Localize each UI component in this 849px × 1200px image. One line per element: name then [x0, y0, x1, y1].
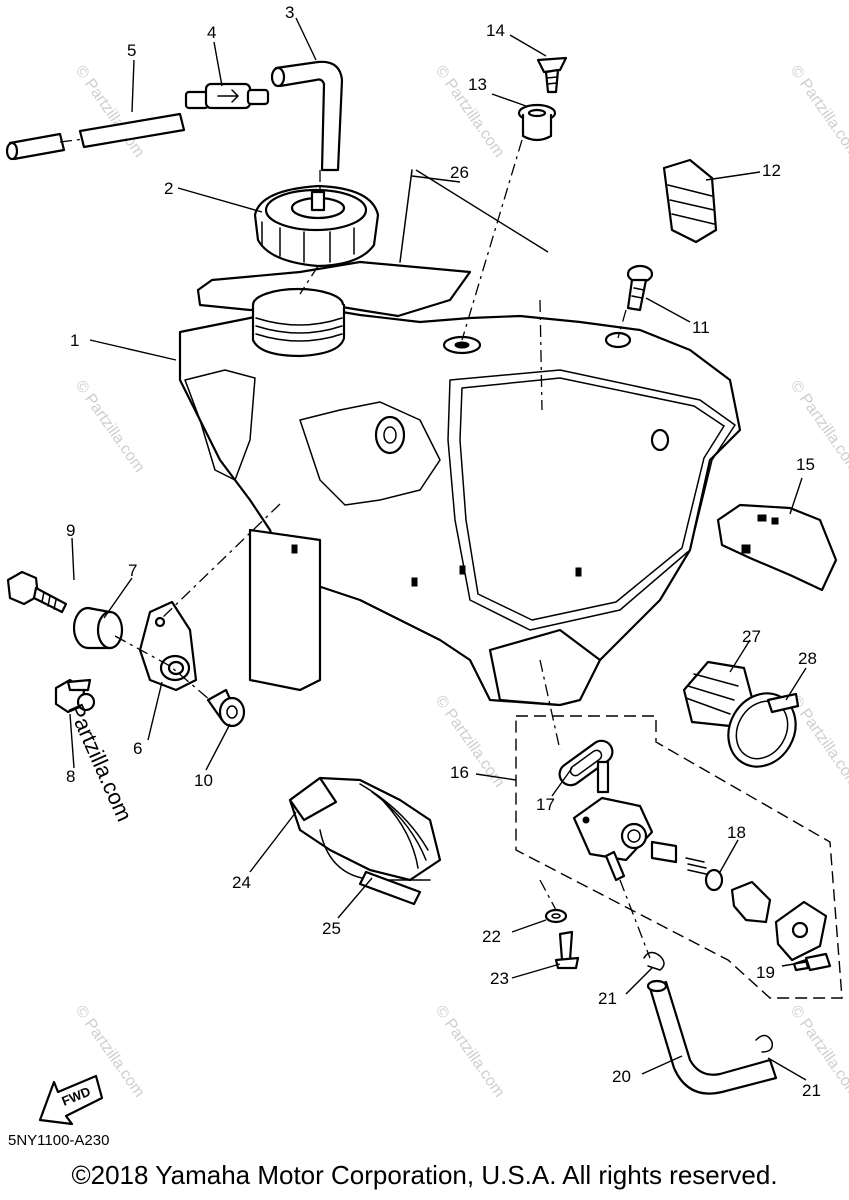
- part-14-screw: [536, 56, 568, 94]
- callout-19: 19: [756, 963, 775, 982]
- part-8-bolt: [54, 678, 96, 714]
- part-21-clip: [755, 1034, 774, 1053]
- watermark: © Partzilla.com: [432, 1003, 508, 1101]
- callout-1: 1: [70, 331, 79, 350]
- callout-15: 15: [796, 455, 815, 474]
- watermark: © Partzilla.com: [787, 63, 849, 161]
- watermark: © Partzilla.com: [72, 378, 148, 476]
- callout-28: 28: [798, 649, 817, 668]
- fuel-cock-outline: [515, 715, 843, 999]
- fuel-cock-lever: [730, 880, 772, 924]
- part-16-fuel-cock: [572, 760, 707, 882]
- part-20-fuel-hose: [646, 979, 778, 1095]
- callout-6: 6: [133, 739, 142, 758]
- callout-7: 7: [128, 561, 137, 580]
- assembly-lines: [114, 139, 651, 959]
- copyright-notice: ©2018 Yamaha Motor Corporation, U.S.A. A…: [71, 1160, 778, 1190]
- part-21-clip: [643, 951, 665, 971]
- part-3-vent-hose: [270, 60, 344, 172]
- callout-3: 3: [285, 3, 294, 22]
- callout-11: 11: [692, 318, 710, 337]
- part-17-gasket: [558, 739, 614, 787]
- callout-20: 20: [612, 1067, 631, 1086]
- part-4-check-valve: [184, 82, 270, 110]
- part-13-collar: [517, 103, 557, 142]
- part-1-fuel-tank: [178, 287, 742, 707]
- callout-12: 12: [762, 161, 781, 180]
- part-28-clamp: [727, 692, 800, 768]
- callout-10: 10: [194, 771, 213, 790]
- callout-4: 4: [207, 23, 216, 42]
- part-18-o-ring: [704, 868, 724, 892]
- part-7-damper: [72, 606, 124, 650]
- callout-2: 2: [164, 179, 173, 198]
- part-15-cover: [716, 503, 838, 592]
- callout-24: 24: [232, 873, 251, 892]
- callout-27: 27: [742, 627, 761, 646]
- callout-8: 8: [66, 767, 75, 786]
- callout-21: 21: [598, 989, 617, 1008]
- part-23-screw: [554, 930, 580, 970]
- callout-9: 9: [66, 521, 75, 540]
- part-25-clamp: [319, 829, 431, 906]
- callout-22: 22: [482, 927, 501, 946]
- part-9-bolt: [6, 570, 68, 614]
- part-2-tank-cap: [253, 184, 380, 268]
- watermark: © Partzilla.com: [432, 693, 508, 791]
- callout-14: 14: [486, 21, 505, 40]
- part-10-collar: [206, 688, 246, 728]
- part-5-breather-hose: [5, 112, 186, 161]
- callout-18: 18: [727, 823, 746, 842]
- part-12-clip: [662, 158, 718, 244]
- callout-13: 13: [468, 75, 487, 94]
- callout-16: 16: [450, 763, 469, 782]
- fwd-arrow-icon: FWD: [38, 1074, 104, 1126]
- part-24-hose: [288, 776, 442, 882]
- part-22-washer: [544, 908, 568, 924]
- leader-lines: [69, 17, 807, 1081]
- callout-21: 21: [802, 1081, 821, 1100]
- callout-25: 25: [322, 919, 341, 938]
- part-11-bolt: [626, 264, 654, 312]
- callout-17: 17: [536, 795, 555, 814]
- fuel-cock-plate: [774, 900, 828, 962]
- callout-26: 26: [450, 163, 469, 182]
- diagram-code: 5NY1100-A230: [8, 1132, 110, 1149]
- callout-labels: 1 2 3 4 5 6 7 8 9 10 11 12 13 14 15 16 1…: [66, 3, 821, 1100]
- part-6-bracket: [138, 600, 198, 692]
- callout-5: 5: [127, 41, 136, 60]
- callout-23: 23: [490, 969, 509, 988]
